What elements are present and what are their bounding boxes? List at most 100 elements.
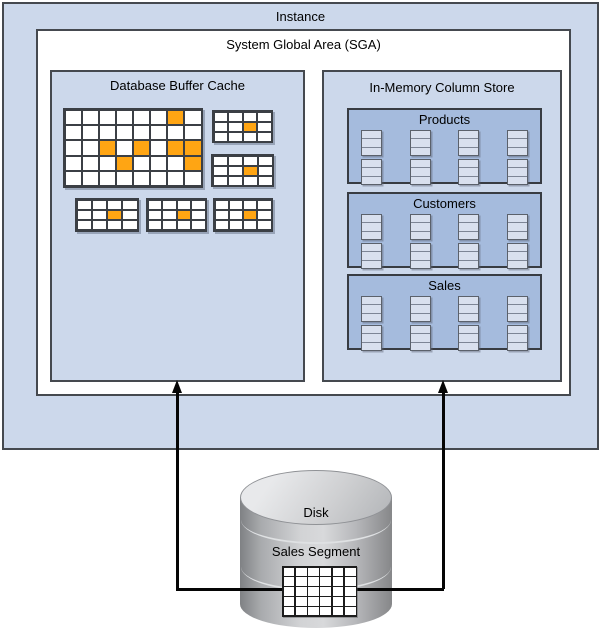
block-cell xyxy=(308,587,319,596)
block-cell xyxy=(163,210,176,220)
column-stack xyxy=(506,243,528,269)
block-cell xyxy=(243,132,256,141)
block-cell xyxy=(229,112,242,121)
hot-block-cell xyxy=(134,141,150,155)
block-cell xyxy=(283,597,295,606)
column-stripe xyxy=(507,223,527,231)
block-cell xyxy=(65,141,81,155)
block-cell xyxy=(344,587,356,596)
block-cell xyxy=(244,221,257,230)
column-stripe xyxy=(362,334,381,342)
column-stripe xyxy=(507,131,527,139)
column-stripe xyxy=(459,305,479,313)
column-stack xyxy=(506,214,528,240)
column-stack xyxy=(506,325,528,351)
column-unit-icon xyxy=(506,296,528,351)
block-cell xyxy=(283,567,295,576)
column-store-arrowhead xyxy=(438,380,448,393)
block-cell xyxy=(213,156,227,165)
block-cell xyxy=(123,210,137,220)
block-cell xyxy=(229,200,242,209)
column-stripe xyxy=(362,313,381,321)
block-cell xyxy=(185,125,201,140)
block-cell xyxy=(215,200,228,209)
disk-segment-label: Sales Segment xyxy=(271,544,361,559)
block-cell xyxy=(177,221,190,230)
block-cell xyxy=(151,125,167,140)
block-cell xyxy=(65,172,81,186)
column-stack xyxy=(361,325,382,351)
block-cell xyxy=(65,156,81,171)
imcu-table-products-label: Products xyxy=(418,112,471,127)
column-stripe xyxy=(410,334,430,342)
hot-block-cell xyxy=(168,141,184,155)
hot-block-cell xyxy=(108,210,122,220)
block-cell xyxy=(320,607,331,616)
block-cell xyxy=(108,200,122,209)
block-cell xyxy=(185,110,201,124)
column-unit-icon xyxy=(458,296,480,351)
hot-block-cell xyxy=(99,141,115,155)
column-stack xyxy=(506,130,528,156)
block-cell xyxy=(192,200,205,209)
block-cell xyxy=(116,110,132,124)
column-stripe xyxy=(362,297,381,305)
block-cell xyxy=(134,156,150,171)
block-cell xyxy=(116,141,132,155)
block-cell xyxy=(151,172,167,186)
column-stripe xyxy=(459,260,479,268)
buffer-grid-small-3 xyxy=(75,198,139,232)
column-unit-icon xyxy=(361,214,382,269)
column-stripe xyxy=(410,215,430,223)
column-unit-icon xyxy=(409,296,431,351)
column-stack xyxy=(361,159,382,185)
sga-label: System Global Area (SGA) xyxy=(226,37,381,52)
block-cell xyxy=(332,607,344,616)
column-stripe xyxy=(459,160,479,168)
block-cell xyxy=(258,156,272,165)
disk-label: Disk xyxy=(303,505,329,520)
hot-block-cell xyxy=(185,141,201,155)
block-cell xyxy=(295,607,307,616)
column-stripe xyxy=(362,231,381,239)
column-unit-icon xyxy=(506,130,528,185)
column-stripe xyxy=(459,231,479,239)
block-cell xyxy=(192,221,205,230)
column-stripe xyxy=(410,326,430,334)
column-stripe xyxy=(507,215,527,223)
block-cell xyxy=(295,587,307,596)
block-cell xyxy=(82,141,98,155)
column-store-box: In-Memory Column Store Products Customer… xyxy=(322,70,562,382)
block-cell xyxy=(295,597,307,606)
disk-platter-arc xyxy=(241,516,391,544)
block-cell xyxy=(213,166,227,175)
block-cell xyxy=(320,587,331,596)
column-stripe xyxy=(362,260,381,268)
block-cell xyxy=(283,607,295,616)
hot-block-cell xyxy=(243,166,257,175)
column-stripe xyxy=(507,305,527,313)
column-stripe xyxy=(507,176,527,184)
block-cell xyxy=(168,172,184,186)
column-stripe xyxy=(362,168,381,176)
block-cell xyxy=(332,567,344,576)
block-cell xyxy=(99,156,115,171)
block-cell xyxy=(229,221,242,230)
column-unit-icon xyxy=(409,130,431,185)
imcu-columns-products xyxy=(349,128,540,185)
block-cell xyxy=(214,112,227,121)
imcu-table-sales: Sales xyxy=(347,274,542,351)
block-cell xyxy=(77,200,91,209)
block-cell xyxy=(295,567,307,576)
block-cell xyxy=(185,172,201,186)
buffer-grid-large xyxy=(63,108,203,188)
block-cell xyxy=(108,221,122,230)
buffer-grid-small-1 xyxy=(212,110,273,143)
buffer-cache-box: Database Buffer Cache xyxy=(50,70,305,382)
column-stripe xyxy=(459,147,479,155)
column-stack xyxy=(458,243,480,269)
block-cell xyxy=(320,567,331,576)
block-cell xyxy=(116,172,132,186)
block-cell xyxy=(168,156,184,171)
